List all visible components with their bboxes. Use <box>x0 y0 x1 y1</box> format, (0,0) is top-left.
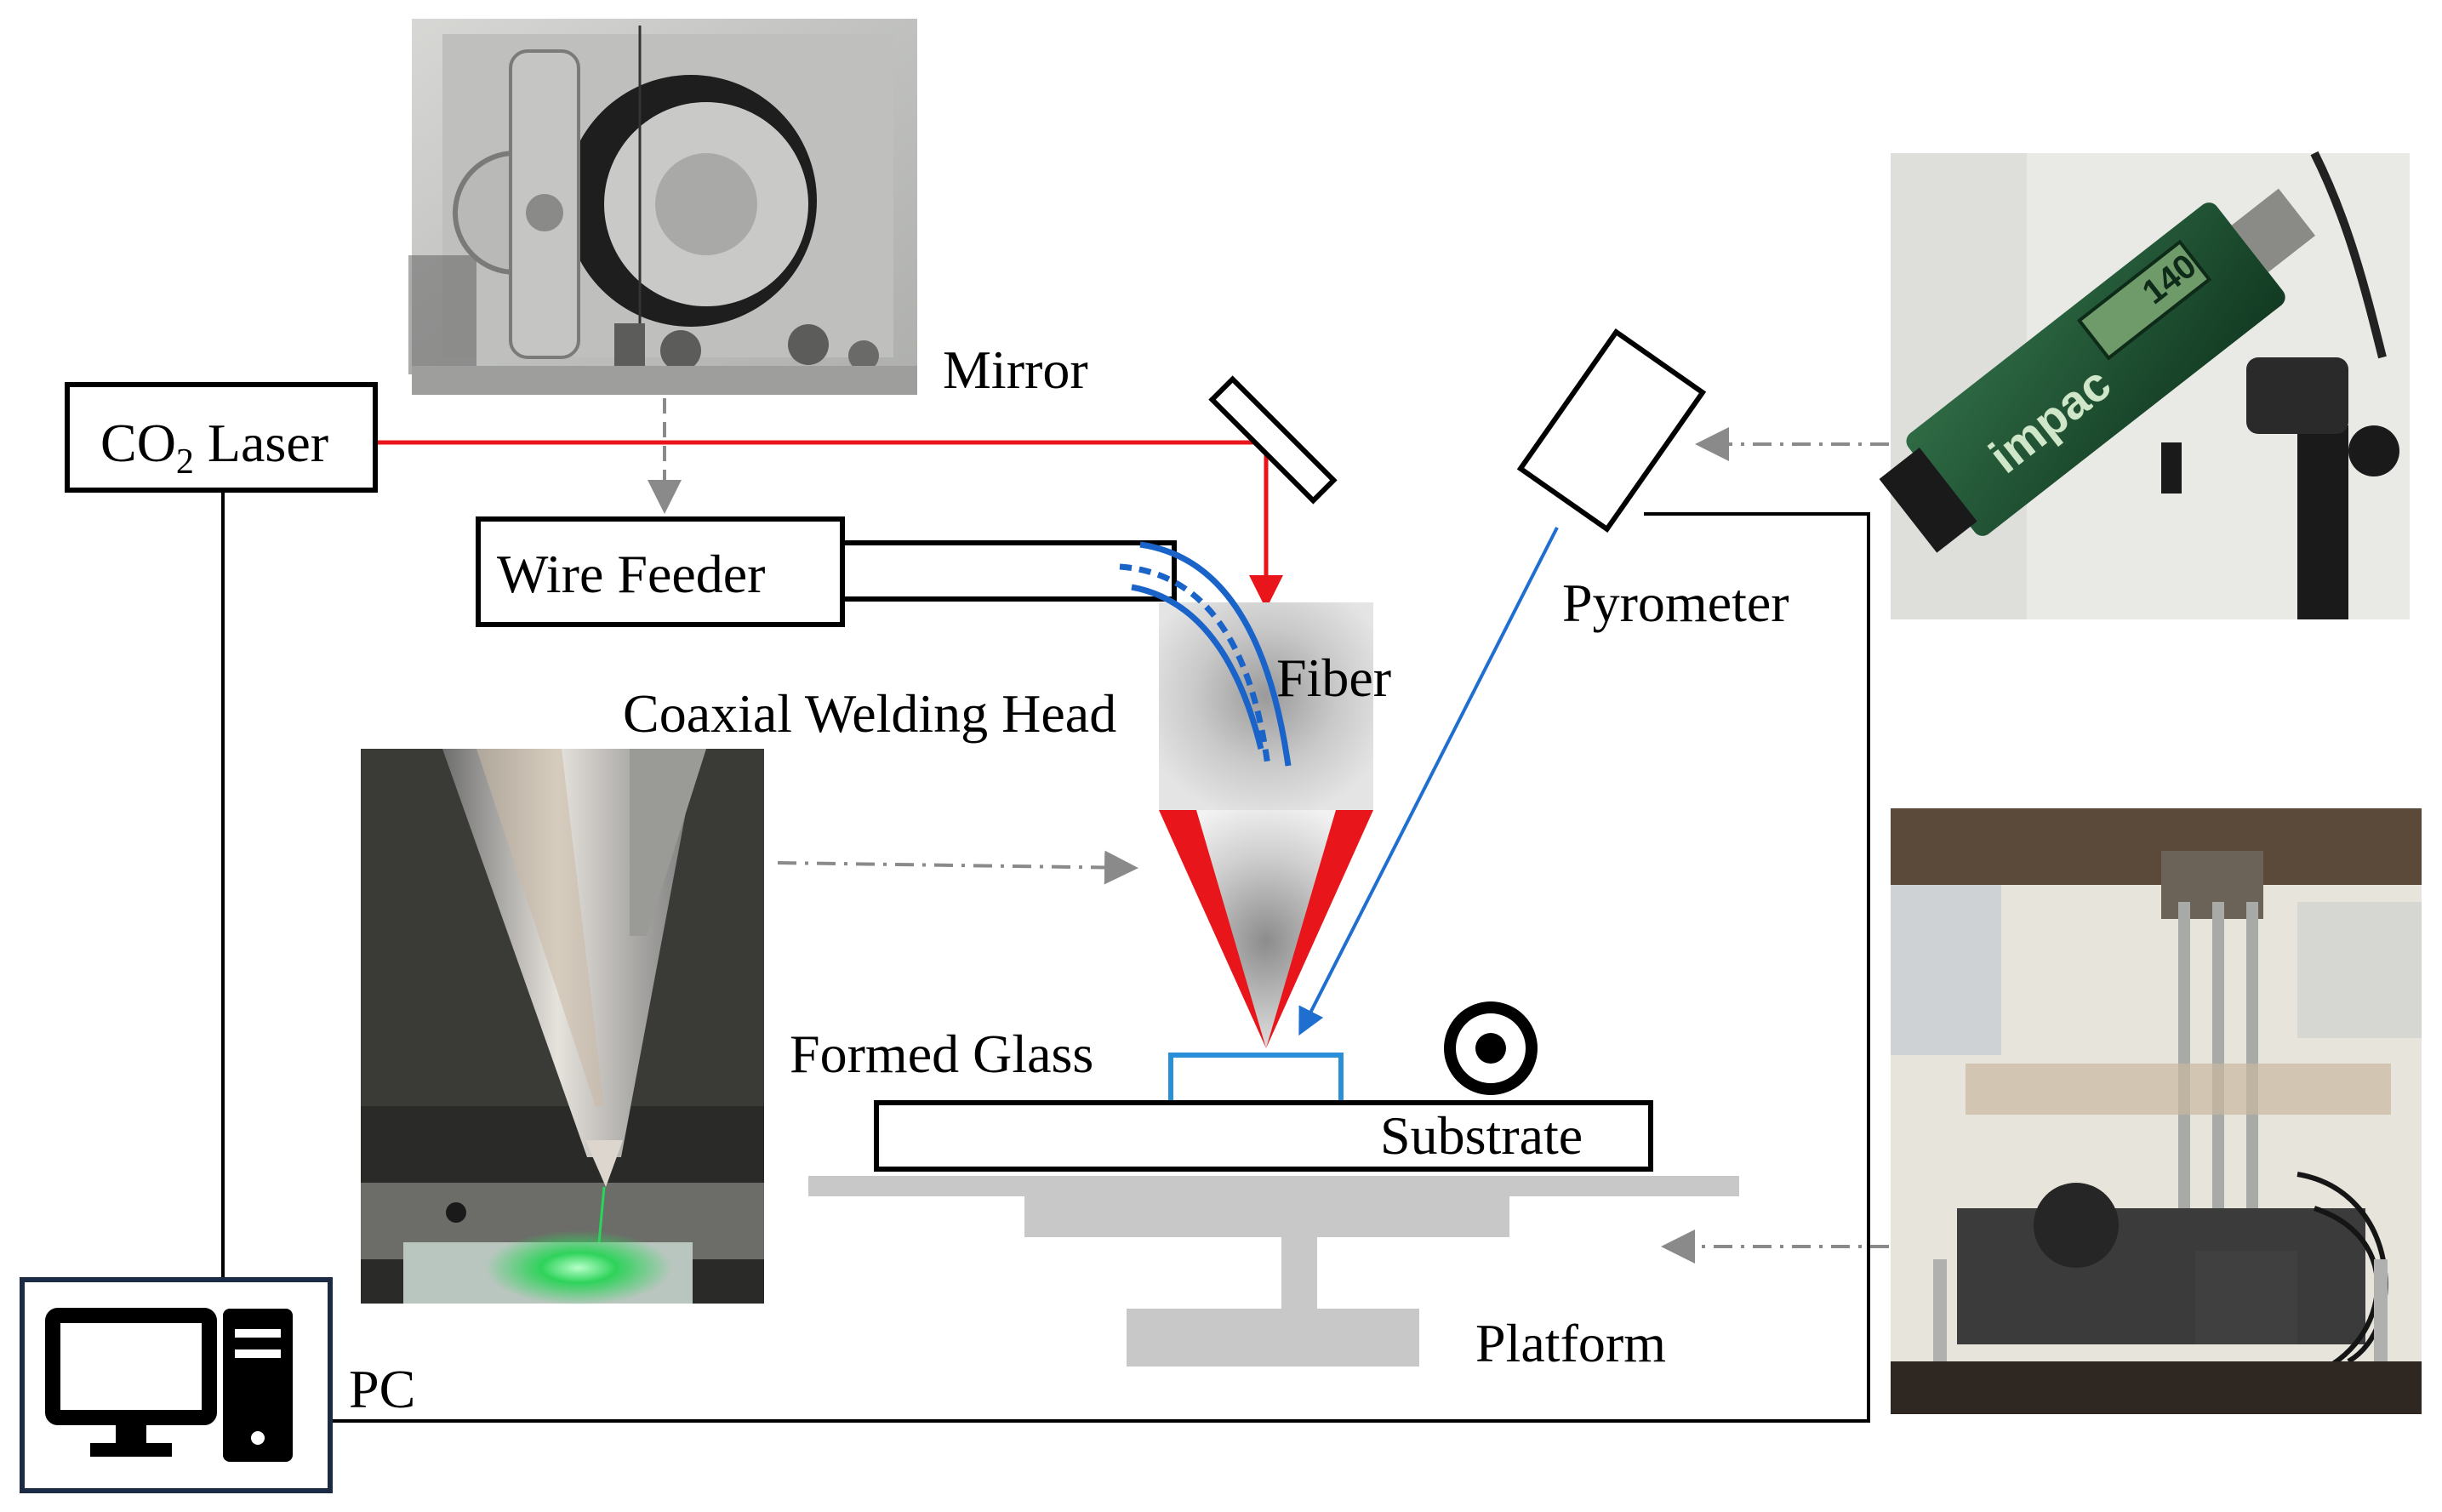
fiber <box>1119 541 1292 767</box>
platform <box>808 1176 1739 1367</box>
dashed-arrows <box>648 398 1889 1264</box>
welding-head-photo <box>361 749 764 1305</box>
formed-glass <box>1168 1053 1344 1105</box>
pyrometer-label: Pyrometer <box>1562 573 1789 633</box>
pc-box <box>20 1277 333 1493</box>
mirror-icon <box>1208 375 1338 505</box>
platform-photo <box>1891 808 2422 1414</box>
co2-laser-label: CO2 Laser <box>100 413 328 482</box>
pyrometer-beam <box>1298 527 1559 1036</box>
co2-laser-box: CO2 Laser <box>65 382 378 493</box>
formed-glass-label: Formed Glass <box>790 1024 1093 1084</box>
fiber-label: Fiber <box>1276 648 1391 708</box>
connection-lines <box>221 492 1870 1423</box>
coaxial-welding-head <box>1159 602 1373 1048</box>
coaxial-welding-head-label: Coaxial Welding Head <box>623 683 1116 744</box>
wire-feeder-photo <box>408 19 917 395</box>
computer-icon <box>45 1308 293 1462</box>
substrate-assembly <box>874 1001 1653 1172</box>
wire-feeder-box: Wire Feeder <box>476 516 1177 627</box>
substrate <box>874 1100 1653 1172</box>
mirror-label: Mirror <box>943 339 1088 400</box>
pc-label: PC <box>349 1359 415 1419</box>
head-photo-arrow <box>777 850 1138 885</box>
platform-label: Platform <box>1475 1313 1666 1373</box>
substrate-label: Substrate <box>1380 1105 1583 1166</box>
pyrometer-photo: impac 140 <box>1879 151 2410 619</box>
wire-feeder-label: Wire Feeder <box>497 544 765 604</box>
pyrometer-icon <box>1516 328 1707 533</box>
